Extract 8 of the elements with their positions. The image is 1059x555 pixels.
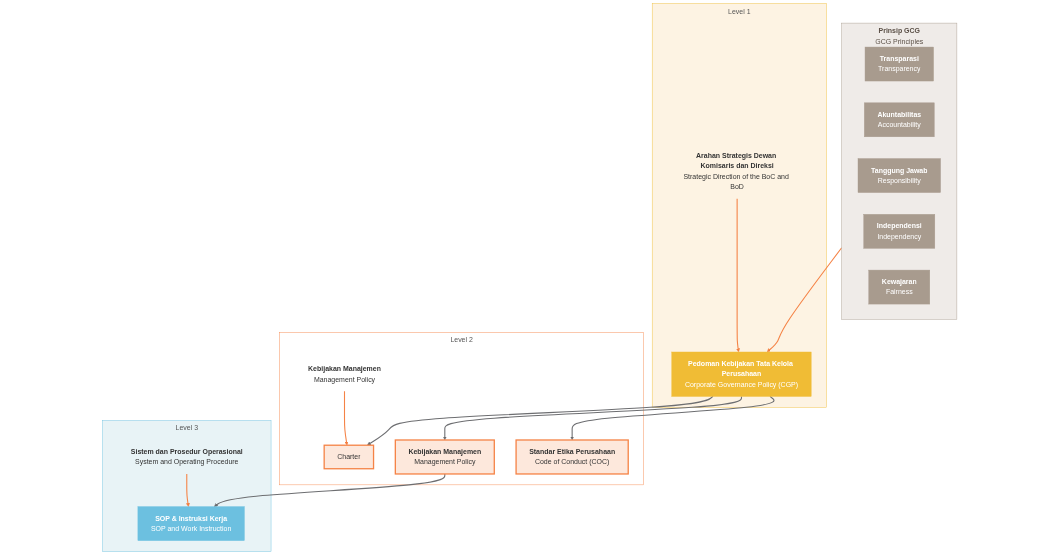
arrow <box>736 198 740 353</box>
arrow <box>766 247 843 353</box>
arrow <box>343 390 349 446</box>
arrow <box>366 395 714 446</box>
arrow <box>570 395 775 441</box>
arrow <box>185 473 190 507</box>
arrow <box>213 473 446 507</box>
arrow <box>442 395 742 441</box>
